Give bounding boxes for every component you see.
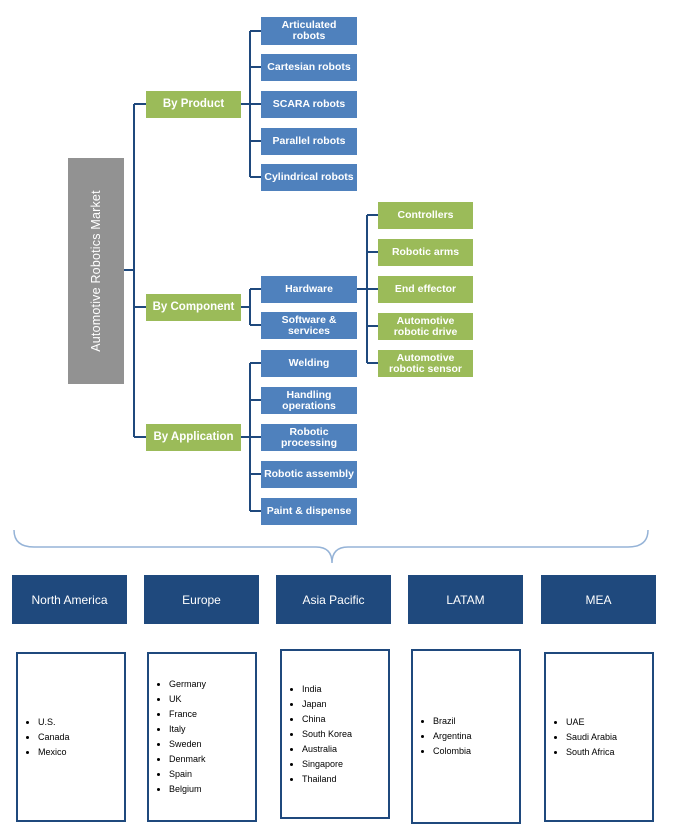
leaf-cylindrical-robots: Cylindrical robots <box>261 164 357 191</box>
leaf-handling-operations: Handling operations <box>261 387 357 414</box>
category-by-product: By Product <box>146 91 241 118</box>
country-item: Saudi Arabia <box>554 730 617 745</box>
country-item: Brazil <box>421 714 472 729</box>
country-item: Belgium <box>157 782 206 797</box>
country-item: South Africa <box>554 745 617 760</box>
country-list-latam: Brazil Argentina Colombia <box>411 649 521 824</box>
category-by-application: By Application <box>146 424 241 451</box>
country-list-europe: Germany UK France Italy Sweden Denmark S… <box>147 652 257 822</box>
country-item: Argentina <box>421 729 472 744</box>
country-item: U.S. <box>26 715 70 730</box>
leaf-cartesian-robots: Cartesian robots <box>261 54 357 81</box>
country-list-north-america: U.S. Canada Mexico <box>16 652 126 822</box>
leaf-label: Automotive robotic drive <box>393 314 458 338</box>
hardware-robotic-arms: Robotic arms <box>378 239 473 266</box>
root-label: Automotive Robotics Market <box>89 190 104 352</box>
country-item: Mexico <box>26 745 70 760</box>
leaf-parallel-robots: Parallel robots <box>261 128 357 155</box>
country-item: South Korea <box>290 727 352 742</box>
country-item: Italy <box>157 722 206 737</box>
country-item: UK <box>157 692 206 707</box>
hardware-end-effector: End effector <box>378 276 473 303</box>
leaf-welding: Welding <box>261 350 357 377</box>
hardware-robotic-drive: Automotive robotic drive <box>378 313 473 340</box>
country-item: Germany <box>157 677 206 692</box>
leaf-label: Automotive robotic sensor <box>389 351 462 375</box>
category-by-component: By Component <box>146 294 241 321</box>
country-item: Australia <box>290 742 352 757</box>
country-item: India <box>290 682 352 697</box>
country-item: Denmark <box>157 752 206 767</box>
country-item: Thailand <box>290 772 352 787</box>
country-item: Canada <box>26 730 70 745</box>
leaf-robotic-processing: Robotic processing <box>261 424 357 451</box>
leaf-robotic-assembly: Robotic assembly <box>261 461 357 488</box>
region-north-america: North America <box>12 575 127 624</box>
country-list-asia-pacific: India Japan China South Korea Australia … <box>280 649 390 819</box>
country-item: Singapore <box>290 757 352 772</box>
hardware-robotic-sensor: Automotive robotic sensor <box>378 350 473 377</box>
leaf-paint-dispense: Paint & dispense <box>261 498 357 525</box>
country-item: UAE <box>554 715 617 730</box>
leaf-articulated-robots: Articulated robots <box>261 17 357 45</box>
region-europe: Europe <box>144 575 259 624</box>
leaf-label: Handling operations <box>282 388 336 412</box>
leaf-label: Articulated robots <box>281 19 337 42</box>
country-item: France <box>157 707 206 722</box>
leaf-scara-robots: SCARA robots <box>261 91 357 118</box>
country-item: China <box>290 712 352 727</box>
country-list-mea: UAE Saudi Arabia South Africa <box>544 652 654 822</box>
regions-brace <box>13 529 649 564</box>
leaf-label: Software & services <box>281 313 337 337</box>
region-asia-pacific: Asia Pacific <box>276 575 391 624</box>
leaf-software-services: Software & services <box>261 312 357 339</box>
root-node: Automotive Robotics Market <box>68 158 124 384</box>
country-item: Japan <box>290 697 352 712</box>
region-mea: MEA <box>541 575 656 624</box>
leaf-label: Robotic processing <box>280 425 338 449</box>
country-item: Colombia <box>421 744 472 759</box>
country-item: Sweden <box>157 737 206 752</box>
leaf-hardware: Hardware <box>261 276 357 303</box>
region-latam: LATAM <box>408 575 523 624</box>
hardware-controllers: Controllers <box>378 202 473 229</box>
country-item: Spain <box>157 767 206 782</box>
